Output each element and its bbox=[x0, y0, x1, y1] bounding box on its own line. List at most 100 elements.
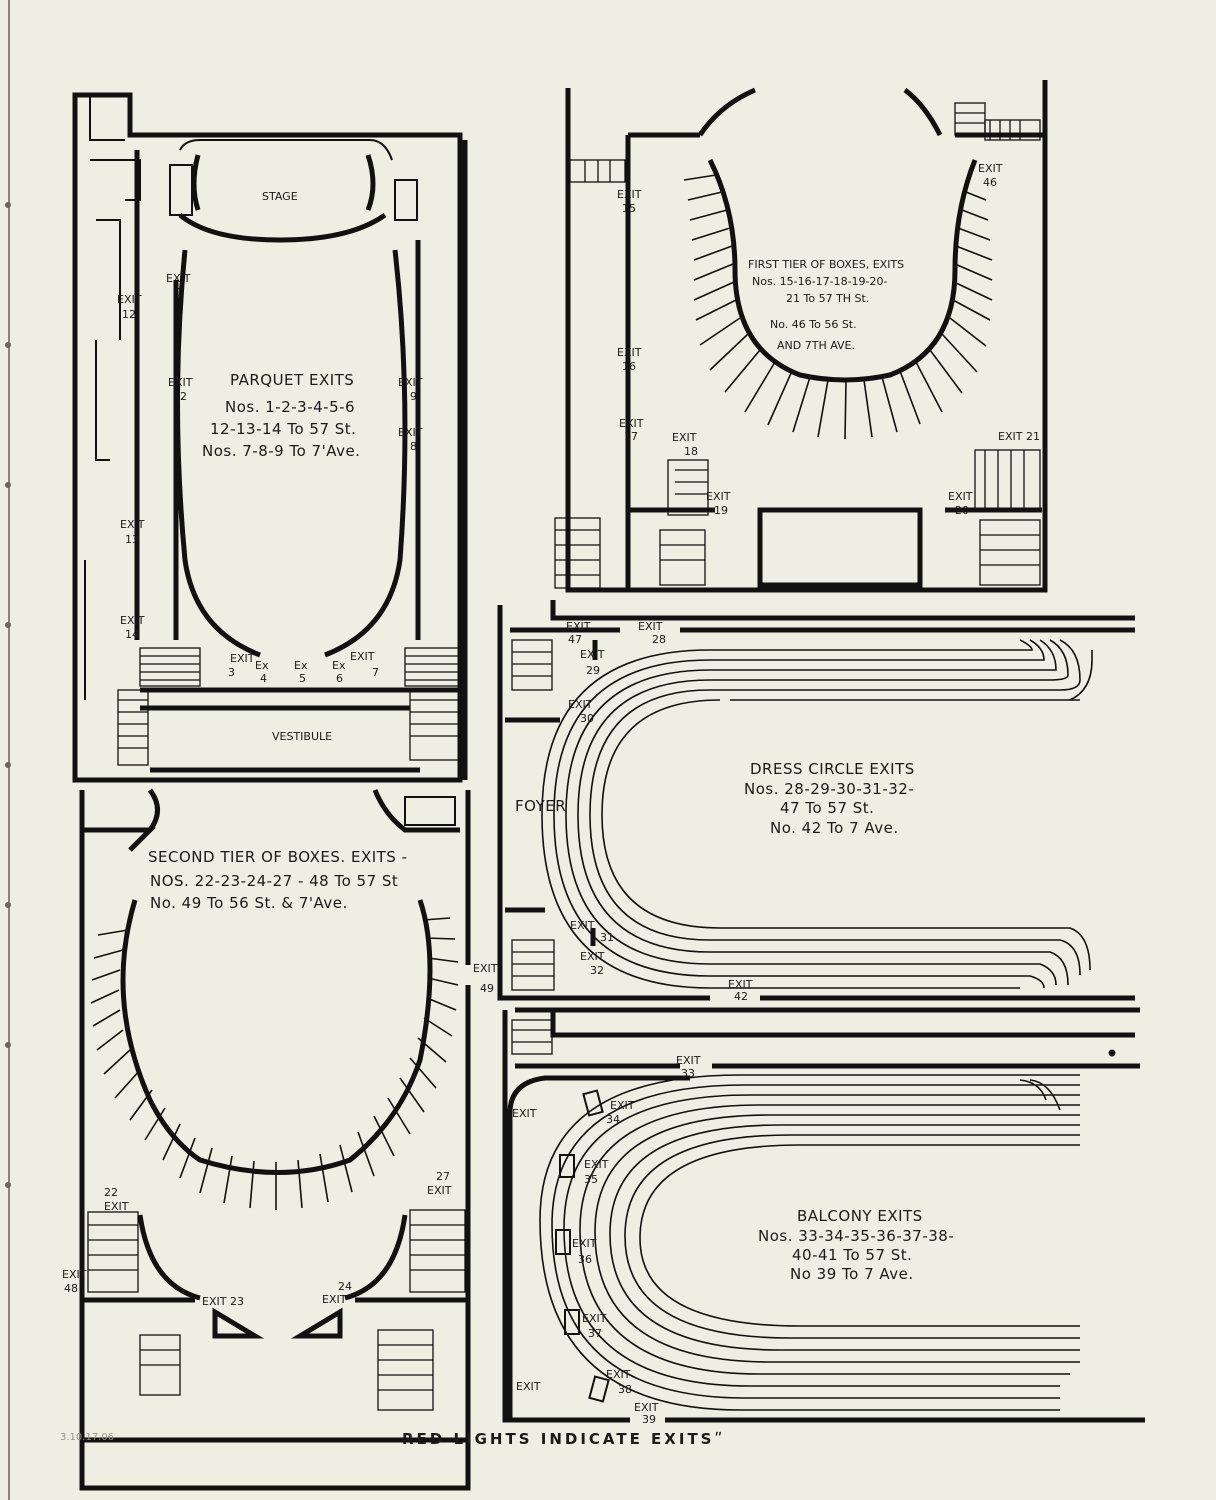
second-tier-line-1: SECOND TIER OF BOXES. EXITS - bbox=[148, 848, 408, 866]
exit-17-number: 17 bbox=[624, 430, 638, 443]
exit-5-number: 5 bbox=[299, 672, 306, 685]
exit-34-number: 34 bbox=[606, 1113, 620, 1126]
exit-27-number: 27 bbox=[436, 1170, 450, 1183]
exit-40-label: EXIT bbox=[512, 1107, 537, 1120]
exit-39-label: EXIT bbox=[634, 1401, 659, 1414]
binding-hole-icon bbox=[5, 482, 11, 488]
exit-1-number: 1 bbox=[176, 286, 183, 299]
first-tier-plan: FIRST TIER OF BOXES, EXITS Nos. 15-16-17… bbox=[554, 80, 1048, 593]
exit-13-number: 13 bbox=[125, 533, 139, 546]
exit-28-number: 28 bbox=[652, 633, 666, 646]
exit-door-icon bbox=[1108, 1049, 1116, 1057]
exit-47-label: EXIT bbox=[566, 620, 591, 633]
exit-17-label: EXIT bbox=[619, 417, 644, 430]
staircase-icon bbox=[377, 1329, 434, 1411]
exit-33-number: 33 bbox=[681, 1067, 695, 1080]
exit-24-label: EXIT bbox=[322, 1293, 347, 1306]
exit-46-number: 46 bbox=[983, 176, 997, 189]
exit-5-label: Ex bbox=[294, 659, 308, 672]
staircase-icon bbox=[511, 1019, 553, 1055]
exit-4-number: 4 bbox=[260, 672, 267, 685]
exit-lights-caption: RED LIGHTS INDICATE EXITSʺ bbox=[402, 1430, 725, 1448]
exit-8-label: EXIT bbox=[398, 426, 423, 439]
exit-14-number: 14 bbox=[125, 628, 139, 641]
exit-32-number: 32 bbox=[590, 964, 604, 977]
exit-48-number: 48 bbox=[64, 1282, 78, 1295]
box-partitions bbox=[90, 917, 459, 1210]
exit-15-number: 15 bbox=[622, 202, 636, 215]
exit-3-number: 3 bbox=[228, 666, 235, 679]
archive-stamp: 3.10.17.06 bbox=[60, 1432, 114, 1443]
dress-circle-line-3: 47 To 57 St. bbox=[780, 799, 874, 817]
exit-29-number: 29 bbox=[586, 664, 600, 677]
binding-hole-icon bbox=[5, 902, 11, 908]
binding-hole-icon bbox=[5, 622, 11, 628]
exit-28-label: EXIT bbox=[638, 620, 663, 633]
first-tier-line-4: No. 46 To 56 St. bbox=[770, 318, 857, 331]
exit-42-number: 42 bbox=[734, 990, 748, 1003]
staircase-icon bbox=[139, 1334, 181, 1396]
exit-6-label: Ex bbox=[332, 659, 346, 672]
parquet-line-2: 12-13-14 To 57 St. bbox=[210, 420, 356, 438]
second-tier-plan: SECOND TIER OF BOXES. EXITS - NOS. 22-23… bbox=[62, 788, 498, 1491]
exit-48-label: EXIT bbox=[62, 1268, 87, 1281]
first-tier-line-3: 21 To 57 TH St. bbox=[786, 292, 869, 305]
first-tier-line-2: Nos. 15-16-17-18-19-20- bbox=[752, 275, 888, 288]
second-tier-line-3: No. 49 To 56 St. & 7'Ave. bbox=[150, 894, 348, 912]
staircase-icon bbox=[409, 1209, 466, 1293]
staircase-icon bbox=[979, 519, 1041, 586]
balcony-plan: BALCONY EXITS Nos. 33-34-35-36-37-38- 40… bbox=[502, 1007, 1145, 1426]
exit-30-number: 30 bbox=[580, 712, 594, 725]
staircase-icon bbox=[117, 689, 149, 766]
exit-31-number: 31 bbox=[600, 931, 614, 944]
second-tier-line-2: NOS. 22-23-24-27 - 48 To 57 St bbox=[150, 872, 398, 890]
exit-9-label: EXIT bbox=[398, 376, 423, 389]
exit-7-number: 7 bbox=[372, 666, 379, 679]
exit-12-number: 12 bbox=[122, 308, 136, 321]
staircase-icon bbox=[409, 689, 461, 761]
exit-33-label: EXIT bbox=[676, 1054, 701, 1067]
exit-20-number: 20 bbox=[955, 504, 969, 517]
balcony-line-4: No 39 To 7 Ave. bbox=[790, 1265, 914, 1283]
exit-8-number: 8 bbox=[410, 440, 417, 453]
exit-39-number: 39 bbox=[642, 1413, 656, 1426]
foyer-label: FOYER bbox=[515, 797, 566, 815]
parquet-line-3: Nos. 7-8-9 To 7'Ave. bbox=[202, 442, 360, 460]
exit-35-label: EXIT bbox=[584, 1158, 609, 1171]
exit-38-label: EXIT bbox=[606, 1368, 631, 1381]
balcony-line-1: BALCONY EXITS bbox=[797, 1207, 923, 1225]
exit-42-label: EXIT bbox=[728, 978, 753, 991]
dress-circle-line-2: Nos. 28-29-30-31-32- bbox=[744, 780, 914, 798]
exit-22-label: EXIT bbox=[104, 1200, 129, 1213]
binding-hole-icon bbox=[5, 1042, 11, 1048]
binding-edge bbox=[5, 0, 11, 1500]
staircase-icon bbox=[569, 159, 626, 183]
first-tier-line-1: FIRST TIER OF BOXES, EXITS bbox=[748, 258, 904, 271]
staircase-icon bbox=[511, 639, 553, 691]
exit-21-label: EXIT 21 bbox=[998, 430, 1040, 443]
exit-16-number: 16 bbox=[622, 360, 636, 373]
balcony-line-3: 40-41 To 57 St. bbox=[792, 1246, 912, 1264]
exit-23-label: EXIT 23 bbox=[202, 1295, 244, 1308]
seating-rows bbox=[541, 639, 1093, 989]
stage-label: STAGE bbox=[262, 190, 298, 203]
exit-46-label: EXIT bbox=[978, 162, 1003, 175]
staircase-icon bbox=[954, 102, 1041, 141]
exit-19-label: EXIT bbox=[706, 490, 731, 503]
exit-14-label: EXIT bbox=[120, 614, 145, 627]
balcony-line-2: Nos. 33-34-35-36-37-38- bbox=[758, 1227, 954, 1245]
staircase-icon bbox=[404, 647, 461, 687]
exit-4-label: Ex bbox=[255, 659, 269, 672]
staircase-icon bbox=[974, 449, 1041, 511]
staircase-icon bbox=[87, 1211, 139, 1293]
exit-7-label: EXIT bbox=[350, 650, 375, 663]
exit-41-label: EXIT bbox=[516, 1380, 541, 1393]
exit-19-number: 19 bbox=[714, 504, 728, 517]
exit-35-number: 35 bbox=[584, 1173, 598, 1186]
binding-hole-icon bbox=[5, 202, 11, 208]
exit-36-number: 36 bbox=[578, 1253, 592, 1266]
exit-15-label: EXIT bbox=[617, 188, 642, 201]
exit-1-label: EXIT bbox=[166, 272, 191, 285]
binding-hole-icon bbox=[5, 762, 11, 768]
